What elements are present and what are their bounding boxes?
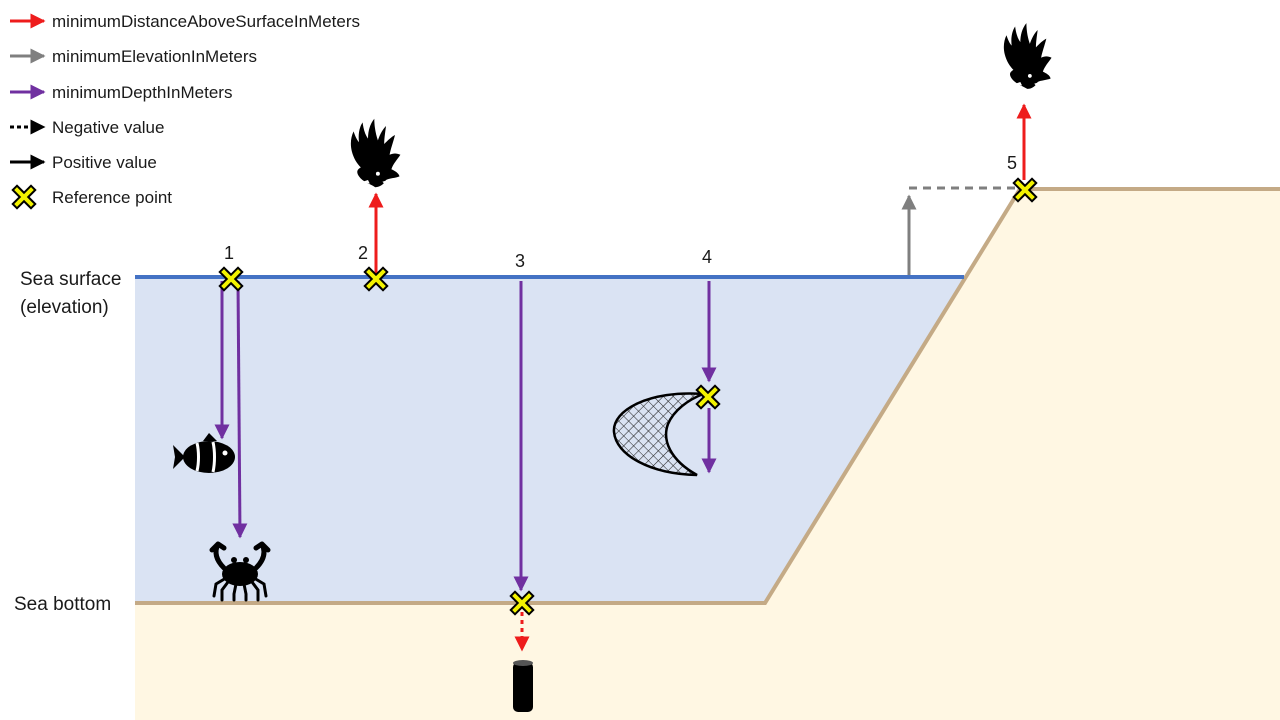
- net-icon: [612, 392, 704, 477]
- legend: minimumDistanceAboveSurfaceInMeters mini…: [10, 12, 360, 210]
- reference-point-marker-icon: [1012, 177, 1038, 203]
- point-number-1: 1: [224, 243, 234, 263]
- legend-label: Positive value: [52, 153, 157, 172]
- reference-point-marker-icon: [363, 266, 389, 292]
- fish-icon: [173, 433, 235, 473]
- point-number-3: 3: [515, 251, 525, 271]
- legend-item-positive: Positive value: [10, 153, 157, 172]
- legend-label: Negative value: [52, 118, 164, 137]
- eagle-icon: [1003, 23, 1052, 89]
- point-number-2: 2: [358, 243, 368, 263]
- point-number-5: 5: [1007, 153, 1017, 173]
- legend-label: minimumDistanceAboveSurfaceInMeters: [52, 12, 360, 31]
- reference-point-marker-icon: [11, 184, 37, 210]
- legend-item-distance-above-surface: minimumDistanceAboveSurfaceInMeters: [10, 12, 360, 31]
- reference-point-marker-icon: [218, 266, 244, 292]
- sea-bottom-label: Sea bottom: [14, 594, 111, 615]
- water-area: [135, 278, 964, 603]
- legend-item-elevation: minimumElevationInMeters: [10, 47, 257, 66]
- sea-surface-sublabel: (elevation): [20, 297, 109, 318]
- legend-label: minimumDepthInMeters: [52, 83, 232, 102]
- legend-item-reference-point: Reference point: [11, 184, 172, 210]
- depth-arrow-crab: [232, 280, 248, 539]
- land-area: [135, 189, 1280, 720]
- legend-label: Reference point: [52, 188, 172, 207]
- reference-point-marker-icon: [695, 384, 721, 410]
- reference-point-marker-icon: [509, 590, 535, 616]
- eagle-icon: [350, 118, 401, 188]
- sea-bottom-line: [135, 187, 1280, 605]
- crab-icon: [209, 541, 271, 602]
- legend-item-negative: Negative value: [10, 118, 164, 137]
- sea-surface-label: Sea surface: [20, 269, 121, 290]
- legend-label: minimumElevationInMeters: [52, 47, 257, 66]
- point-number-4: 4: [702, 247, 712, 267]
- pipe-icon: [513, 660, 533, 712]
- legend-item-depth: minimumDepthInMeters: [10, 83, 232, 102]
